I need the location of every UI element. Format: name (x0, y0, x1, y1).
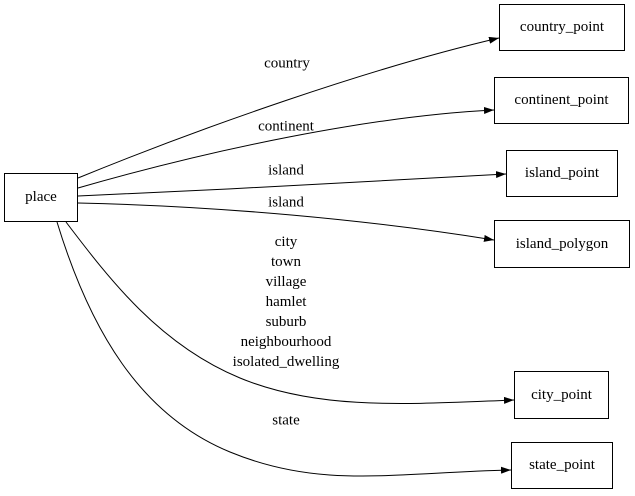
node-island_point: island_point (506, 150, 618, 197)
edge-label-city-stack: city town village hamlet suburb neighbou… (233, 232, 340, 372)
edge-label-island-polygon: island (268, 194, 304, 211)
node-continent_point: continent_point (494, 77, 629, 124)
edge-label-continent: continent (258, 118, 314, 135)
edge-place-country_point (77, 36, 500, 179)
node-city_point: city_point (514, 371, 609, 419)
edge-label-isolated-dwelling-line: isolated_dwelling (232, 354, 340, 370)
edge-place-continent_point (77, 106, 495, 189)
node-island_polygon: island_polygon (494, 220, 630, 268)
edge-label-island-point: island (268, 162, 304, 179)
edge-label-suburb-line: suburb (265, 314, 307, 330)
edge-label-city-line: city (274, 234, 298, 250)
edge-label-country: country (264, 55, 310, 72)
node-country_point: country_point (499, 4, 625, 51)
edge-place-city_point (65, 221, 515, 404)
edge-label-neighbourhood-line: neighbourhood (240, 334, 332, 350)
edge-place-island_point (77, 171, 507, 197)
edge-place-island_polygon (77, 202, 495, 242)
edge-label-hamlet-line: hamlet (265, 294, 307, 310)
edge-place-state_point (56, 221, 512, 477)
edge-label-town-line: town (271, 254, 301, 270)
edge-label-village-line: village (265, 274, 307, 290)
node-state_point: state_point (511, 442, 613, 489)
edge-label-state: state (272, 412, 300, 429)
node-place: place (4, 173, 78, 222)
